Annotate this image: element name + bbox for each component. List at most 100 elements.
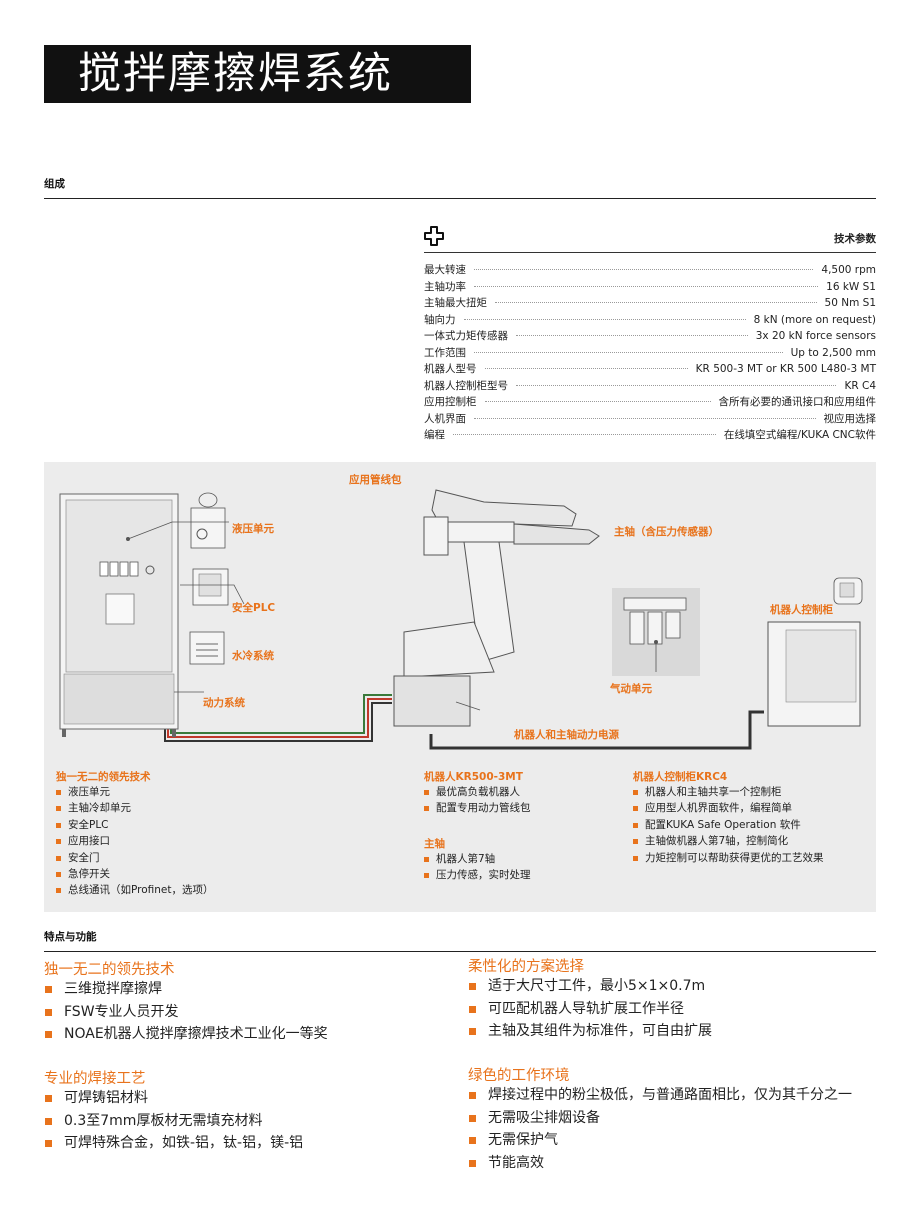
list-item: 机器人第7轴 [424,851,531,867]
leader-dots [516,335,748,336]
feature-title: 专业的焊接工艺 [44,1071,146,1087]
spec-value: 16 kW S1 [826,280,876,293]
list-item: 总线通讯（如Profinet，选项） [56,882,214,898]
list-item: 可焊铸铝材料 [44,1087,303,1110]
feature-list: 焊接过程中的粉尘极低，与普通路面相比，仅为其千分之一 无需吸尘排烟设备 无需保护… [468,1084,852,1174]
label-robot-controller: 机器人控制柜 [770,604,833,616]
list-item: 无需保护气 [468,1129,852,1152]
label-water-cooling: 水冷系统 [232,650,274,662]
list-item: 无需吸尘排烟设备 [468,1107,852,1130]
spec-row: 机器人控制柜型号 KR C4 [424,378,876,395]
list-item: 力矩控制可以帮助获得更优的工艺效果 [633,850,824,866]
leader-dots [484,401,711,402]
section-heading-composition: 组成 [44,176,876,199]
leader-dots [463,318,746,320]
robot-illustration [393,489,600,727]
list-item: 节能高效 [468,1152,852,1175]
list-item: 可焊特殊合金，如铁-铝，钛-铝，镁-铝 [44,1132,303,1155]
application-cabinet-illustration [59,493,179,737]
label-pneumatic-unit: 气动单元 [610,683,652,695]
system-diagram-panel: 应用管线包 液压单元 主轴（含压力传感器） 安全PLC 机器人控制柜 水冷系统 … [44,462,876,912]
feature-title: 柔性化的方案选择 [468,959,584,975]
list-item: 急停开关 [56,866,214,882]
spec-label: 人机界面 [424,412,466,425]
spec-label: 编程 [424,429,445,441]
list-item: 焊接过程中的粉尘极低，与普通路面相比，仅为其千分之一 [468,1084,852,1107]
list-item: 三维搅拌摩擦焊 [44,978,328,1001]
title-bar: 搅拌摩擦焊系统 [44,45,471,103]
list-item: 配置KUKA Safe Operation 软件 [633,817,824,833]
spec-value: KR C4 [844,379,876,392]
leader-dots [495,302,817,303]
list-item: 可匹配机器人导轨扩展工作半径 [468,998,712,1021]
list-item: 0.3至7mm厚板材无需填充材料 [44,1110,303,1133]
spec-row: 人机界面 视应用选择 [424,411,876,428]
leader-dots [484,368,688,369]
spec-value: 在线填空式编程/KUKA CNC软件 [723,429,876,441]
spec-label: 工作范围 [424,346,466,359]
spec-value: 视应用选择 [823,412,877,425]
spec-label: 应用控制柜 [424,396,477,408]
leader-dots [453,434,716,435]
hydraulic-unit-illustration [190,492,226,549]
spec-row: 工作范围 Up to 2,500 mm [424,345,876,362]
spec-value: 含所有必要的通讯接口和应用组件 [718,396,877,408]
spec-label: 主轴功率 [424,280,466,293]
spec-title: 技术参数 [834,233,876,245]
label-robot-spindle-power: 机器人和主轴动力电源 [514,729,619,741]
feature-title: 独一无二的领先技术 [44,962,175,978]
label-power-system: 动力系统 [203,697,245,709]
column-title: 机器人KR500-3MT [424,771,523,783]
label-hydraulic-unit: 液压单元 [232,523,274,535]
list-item: NOAE机器人搅拌摩擦焊技术工业化一等奖 [44,1023,328,1046]
list-item: 主轴及其组件为标准件，可自由扩展 [468,1020,712,1043]
leader-dots [474,351,783,353]
spec-row: 主轴功率 16 kW S1 [424,279,876,296]
spec-label: 一体式力矩传感器 [424,330,508,342]
column-title: 机器人控制柜KRC4 [633,771,728,783]
robot-controller-illustration [767,577,863,727]
water-cooling-illustration [189,631,225,665]
plus-outline-icon [424,226,444,246]
page-title: 搅拌摩擦焊系统 [78,49,393,99]
leader-dots [474,285,819,287]
spec-divider [424,252,876,253]
label-dress-pack: 应用管线包 [349,474,402,486]
spec-row: 编程 在线填空式编程/KUKA CNC软件 [424,427,876,444]
spec-label: 最大转速 [424,264,466,276]
system-diagram-illustration [59,489,863,750]
feature-list: 三维搅拌摩擦焊 FSW专业人员开发 NOAE机器人搅拌摩擦焊技术工业化一等奖 [44,978,328,1046]
list-item: 液压单元 [56,784,214,800]
list-item: 适于大尺寸工件，最小5×1×0.7m [468,975,712,998]
spec-value: KR 500-3 MT or KR 500 L480-3 MT [695,363,876,375]
list-item: 机器人和主轴共享一个控制柜 [633,784,824,800]
list-item: 安全PLC [56,817,214,833]
feature-title: 绿色的工作环境 [468,1068,570,1084]
list-item: 安全门 [56,850,214,866]
spec-row: 应用控制柜 含所有必要的通讯接口和应用组件 [424,394,876,411]
bullet-list: 最优高负载机器人 配置专用动力管线包 [424,784,531,817]
spec-value: 4,500 rpm [821,264,876,276]
label-safety-plc: 安全PLC [232,602,276,614]
label-spindle: 主轴（含压力传感器） [614,526,719,538]
spec-label: 机器人控制柜型号 [424,379,508,392]
spec-label: 主轴最大扭矩 [424,297,487,309]
spec-row: 最大转速 4,500 rpm [424,262,876,279]
safety-plc-illustration [192,568,229,606]
list-item: 应用接口 [56,833,214,849]
section-heading-features: 特点与功能 [44,929,876,952]
spec-label: 轴向力 [424,313,456,326]
leader-dots [474,417,816,419]
column-title: 主轴 [424,838,445,850]
list-item: 主轴冷却单元 [56,800,214,816]
bullet-list: 液压单元 主轴冷却单元 安全PLC 应用接口 安全门 急停开关 总线通讯（如Pr… [56,784,214,899]
spec-value: 50 Nm S1 [824,297,876,309]
feature-list: 适于大尺寸工件，最小5×1×0.7m 可匹配机器人导轨扩展工作半径 主轴及其组件… [468,975,712,1043]
list-item: FSW专业人员开发 [44,1001,328,1024]
spec-value: Up to 2,500 mm [790,346,876,359]
list-item: 应用型人机界面软件，编程简单 [633,800,824,816]
feature-list: 可焊铸铝材料 0.3至7mm厚板材无需填充材料 可焊特殊合金，如铁-铝，钛-铝，… [44,1087,303,1155]
